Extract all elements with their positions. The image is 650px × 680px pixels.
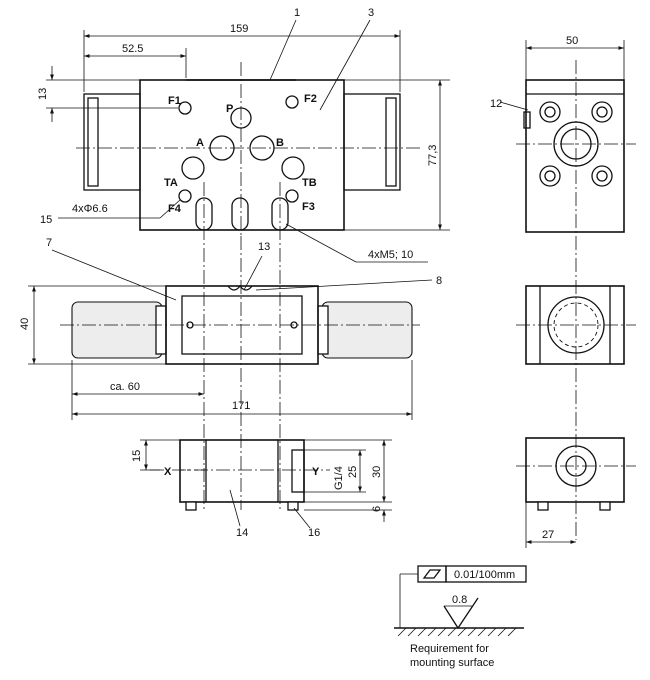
label-tb: TB (302, 177, 317, 189)
surface-requirement: 0.01/100mm 0.8 Requirement for mounting … (394, 565, 527, 669)
subplate-body (179, 439, 305, 503)
callout-14: 14 (236, 527, 248, 539)
left-solenoid-front (71, 301, 163, 359)
side-hole-br (591, 165, 613, 187)
side-mid-bore-hidden (553, 302, 599, 348)
requirement-line1: Requirement for (410, 643, 489, 655)
thread-g14: G1/4 (333, 466, 345, 490)
foot-left (185, 501, 197, 511)
callout-8: 8 (436, 275, 442, 287)
dim-ca-60: ca. 60 (110, 381, 140, 393)
foot-right (287, 501, 299, 511)
side-hole-tl-inner (544, 106, 556, 118)
port-ta-circle (181, 156, 205, 180)
callout-12: 12 (490, 98, 502, 110)
dim-30: 30 (371, 466, 383, 478)
leader-7 (51, 249, 177, 301)
surface-hatch (397, 627, 517, 637)
dim-52-5: 52.5 (122, 43, 143, 55)
callout-1: 1 (294, 7, 300, 19)
thread-note: 4xM5; 10 (368, 249, 413, 261)
leader-12 (499, 101, 529, 111)
hole-f2-circle (285, 95, 299, 109)
side-hole-tl (539, 101, 561, 123)
manual-override (227, 284, 253, 291)
right-solenoid-front (321, 301, 413, 359)
dim-25: 25 (347, 466, 359, 478)
label-x: X (164, 466, 172, 478)
flatness-value-box (445, 565, 527, 583)
dim-171: 171 (232, 400, 250, 412)
hole-f1-circle (178, 101, 192, 115)
right-solenoid-cap (385, 97, 397, 187)
side-hole-tr-inner (596, 106, 608, 118)
dim-50: 50 (566, 35, 578, 47)
dim-15: 15 (131, 450, 143, 462)
leader-14 (229, 489, 241, 527)
callout-15: 15 (40, 214, 52, 226)
leader-8 (255, 279, 433, 291)
side-body-upper (525, 79, 625, 233)
label-ta: TA (164, 177, 178, 189)
side-subplate (525, 437, 625, 503)
callout-3: 3 (368, 7, 374, 19)
side-foot-right (599, 501, 611, 511)
leader-15 (159, 199, 181, 219)
label-b: B (276, 137, 284, 149)
dim-13: 13 (37, 88, 49, 100)
bottom-view: X Y G1/4 15 25 30 6 14 16 (131, 439, 392, 539)
dim-27: 27 (542, 529, 554, 541)
hole-f3-circle (285, 189, 299, 203)
flatness-symbol-box (417, 565, 447, 583)
slot-center (231, 197, 249, 231)
side-hole-bl-inner (544, 170, 556, 182)
side-foot-left (537, 501, 549, 511)
callout-16: 16 (308, 527, 320, 539)
label-f2: F2 (304, 93, 317, 105)
top-view: P A B TA TB F1 F2 F3 F4 159 52.5 13 77,3… (37, 7, 450, 510)
left-solenoid-cap (87, 97, 99, 187)
callout-7: 7 (46, 237, 52, 249)
dim-77-3: 77,3 (427, 145, 439, 166)
flatness-value: 0.01/100mm (454, 569, 515, 581)
side-hole-tr (591, 101, 613, 123)
left-solenoid-nut (155, 305, 167, 355)
side-hole-bl (539, 165, 561, 187)
label-a: A (196, 137, 204, 149)
label-p: P (226, 103, 233, 115)
label-f3: F3 (302, 201, 315, 213)
leader-13 (243, 255, 263, 291)
front-view: 40 ca. 60 171 7 8 13 (19, 237, 442, 420)
dim-6: 6 (371, 506, 383, 512)
roughness-value: 0.8 (452, 594, 467, 606)
side-hole-br-inner (596, 170, 608, 182)
hole-f4-circle (178, 189, 192, 203)
side-plug (523, 111, 531, 129)
label-y: Y (312, 466, 320, 478)
label-f1: F1 (168, 95, 181, 107)
right-solenoid-nut (317, 305, 329, 355)
port-y-boss (291, 449, 305, 493)
leader-3 (319, 19, 371, 111)
requirement-line2: mounting surface (410, 657, 494, 669)
callout-13: 13 (258, 241, 270, 253)
side-view: 50 12 27 (490, 35, 636, 548)
port-tb-circle (281, 156, 305, 180)
label-f4: F4 (168, 203, 182, 215)
dim-159: 159 (230, 23, 248, 35)
dim-40: 40 (19, 318, 31, 330)
leader-16 (293, 507, 311, 529)
leader-m5 (285, 223, 357, 263)
holes-note: 4xΦ6.6 (72, 203, 108, 215)
leader-1 (269, 19, 297, 81)
flatness-icon (422, 569, 442, 579)
